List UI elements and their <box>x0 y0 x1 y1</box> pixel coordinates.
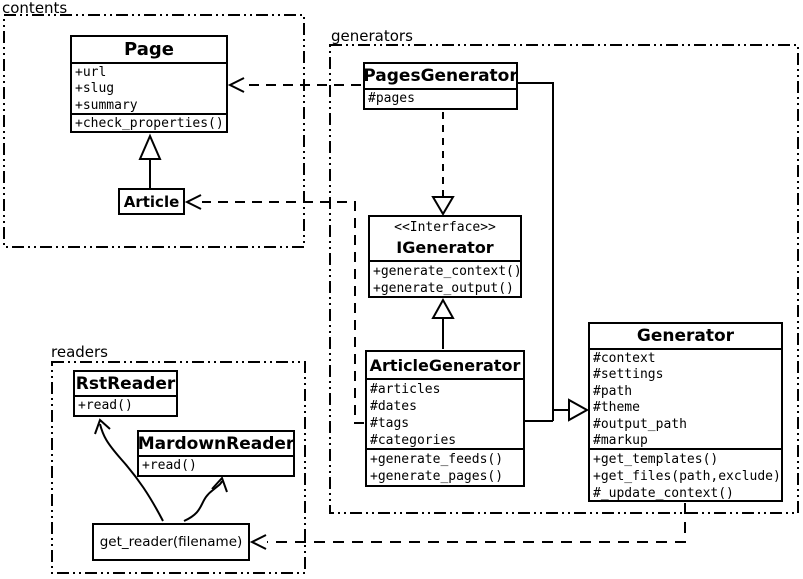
attribute: #path <box>593 383 633 399</box>
attribute: #articles <box>370 382 441 397</box>
class-rstreader-methods: +read() <box>75 395 176 417</box>
class-page-attributes: +url +slug +summary <box>72 62 226 113</box>
attribute: +slug <box>75 81 115 97</box>
attribute: #context <box>593 351 656 366</box>
class-igenerator-title: IGenerator <box>396 237 494 257</box>
class-mardownreader-title: MardownReader <box>137 433 295 454</box>
class-rstreader-title: RstReader <box>75 373 176 394</box>
edge-generator-uses-getreader <box>267 503 686 543</box>
arrowhead-triangle-igenerator-bottom <box>431 297 455 319</box>
method: +get_files(path,exclude) <box>593 469 781 484</box>
class-page: Page +url +slug +summary +check_properti… <box>70 35 228 133</box>
class-articlegenerator-methods: +generate_feeds() +generate_pages() <box>367 448 523 487</box>
arrowhead-triangle-page <box>138 133 162 160</box>
edge-generators-extend-generator <box>518 82 568 422</box>
class-igenerator-methods: +generate_context() +generate_output() <box>370 260 520 298</box>
package-generators-label: generators <box>331 27 413 45</box>
class-mardownreader-methods: +read() <box>139 455 293 477</box>
method: +get_templates() <box>593 452 719 467</box>
class-mardownreader: MardownReader +read() <box>137 430 295 477</box>
class-generator-title: Generator <box>636 326 735 346</box>
class-generator: Generator #context #settings #path #them… <box>588 322 783 502</box>
get-reader-node: get_reader(filename) <box>92 523 250 561</box>
package-generators-border <box>329 44 799 514</box>
arrowhead-triangle-generator <box>568 398 590 422</box>
attribute: #pages <box>368 91 415 106</box>
arrowhead-open-article <box>184 194 202 210</box>
method: +generate_feeds() <box>370 452 504 467</box>
package-contents-label: contents <box>2 0 68 17</box>
class-igenerator-stereotype: <<Interface>> <box>394 220 496 235</box>
class-igenerator-header: <<Interface>> IGenerator <box>370 217 520 260</box>
edge-getreader-to-rstreader <box>99 423 164 522</box>
class-page-methods: +check_properties() <box>72 113 226 133</box>
package-readers-label: readers <box>51 343 108 361</box>
method: +read() <box>78 398 133 413</box>
class-igenerator: <<Interface>> IGenerator +generate_conte… <box>368 215 522 298</box>
arrowhead-triangle-igenerator-top <box>431 196 455 216</box>
attribute: #theme <box>593 400 640 416</box>
method: #_update_context() <box>593 486 734 501</box>
method: +check_properties() <box>75 116 224 131</box>
arrowhead-open-rstreader <box>94 418 111 435</box>
method: +generate_output() <box>373 281 514 296</box>
arrowhead-open-getreader <box>249 534 267 550</box>
method: +generate_pages() <box>370 469 504 484</box>
attribute: +summary <box>75 97 138 113</box>
class-rstreader: RstReader +read() <box>73 370 178 417</box>
class-articlegenerator: ArticleGenerator #articles #dates #tags … <box>365 350 525 487</box>
attribute: #categories <box>370 433 457 448</box>
class-generator-attributes: #context #settings #path #theme #output_… <box>590 348 781 448</box>
class-generator-methods: +get_templates() +get_files(path,exclude… <box>590 448 781 502</box>
package-readers-border <box>51 361 306 574</box>
attribute: #settings <box>593 367 664 383</box>
arrowhead-open-mardownreader <box>211 476 228 493</box>
method: +read() <box>142 458 197 473</box>
class-page-title: Page <box>124 39 174 60</box>
package-contents-border <box>3 14 305 248</box>
edge-articlegenerator-uses-article <box>202 201 364 424</box>
class-articlegenerator-attributes: #articles #dates #tags #categories <box>367 378 523 448</box>
edge-getreader-to-mardownreader <box>183 480 223 522</box>
attribute: #output_path <box>593 416 687 432</box>
class-articlegenerator-title: ArticleGenerator <box>369 355 521 375</box>
method: +generate_context() <box>373 264 520 279</box>
class-article-title: Article <box>123 192 180 211</box>
attribute: #dates <box>370 399 417 414</box>
arrowhead-open-page <box>227 77 245 93</box>
class-pagesgenerator-attributes: #pages <box>365 88 516 110</box>
class-pagesgenerator: PagesGenerator #pages <box>363 62 518 110</box>
attribute: #tags <box>370 416 410 431</box>
attribute: #markup <box>593 433 648 448</box>
class-pagesgenerator-title: PagesGenerator <box>363 66 518 86</box>
attribute: +url <box>75 65 107 80</box>
class-article: Article <box>118 188 185 215</box>
